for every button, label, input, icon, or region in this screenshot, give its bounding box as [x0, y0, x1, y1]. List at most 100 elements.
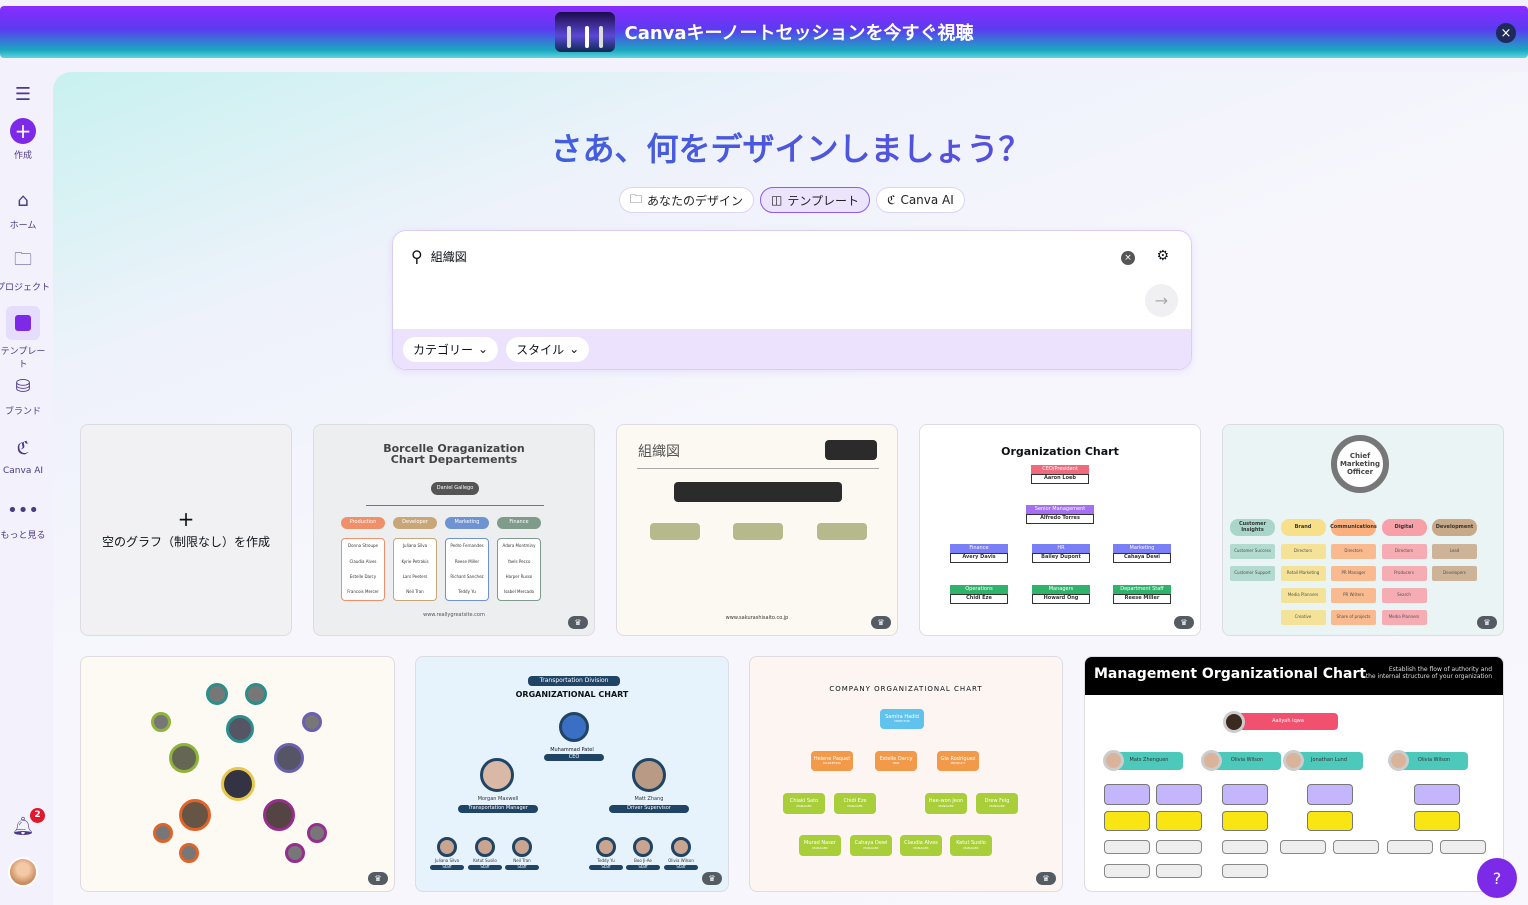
sidebar-item-templates[interactable]: テンプレート	[0, 306, 49, 370]
sidebar-item-label: Canva AI	[2, 466, 44, 476]
person-name: Juliana Silva	[402, 543, 428, 549]
dropdown-label: スタイル	[516, 342, 565, 357]
person-name: Chidi Eze	[950, 594, 1008, 604]
templates-icon	[6, 306, 40, 340]
person-name: Adora Montminy	[502, 543, 536, 549]
role-box: PR Writers	[1331, 588, 1376, 603]
person-name: Chidi Eze	[843, 798, 867, 805]
notification-badge: 2	[30, 808, 45, 823]
template-title: Management Organizational Chart	[1094, 666, 1367, 682]
vp-box	[1222, 784, 1268, 805]
person-name: Claudia Alves	[349, 558, 377, 564]
person-name: Cahaya Dewi	[1113, 553, 1171, 563]
sidebar-item-projects[interactable]: 🗀プロジェクト	[0, 248, 50, 293]
tab-label: Canva AI	[900, 193, 954, 207]
person-name: Mats Zhenguen	[1115, 752, 1183, 770]
sidebar-item-create[interactable]: +作成	[0, 118, 46, 161]
tab-templates[interactable]: ◫テンプレート	[760, 187, 871, 213]
template-card[interactable]: ♛	[80, 656, 395, 892]
person-name: Murad Naser	[804, 840, 836, 847]
person-name: Morgan Maxwell	[477, 796, 519, 803]
role-label: MANAGER	[938, 803, 954, 808]
template-card[interactable]: Management Organizational Chart Establis…	[1084, 656, 1504, 892]
role-label: MANAGER	[863, 845, 879, 850]
menu-button[interactable]: ☰	[0, 80, 46, 112]
role-label: MANAGER	[812, 845, 828, 850]
task-box	[1104, 811, 1150, 831]
person-name: Kyrie Petrakis	[401, 558, 429, 564]
person-name: Estelle Darcy	[879, 755, 913, 762]
role-label: Finance	[950, 544, 1008, 553]
person-photo	[1103, 750, 1124, 771]
person-name: Jonathan Lund	[1295, 752, 1363, 770]
person-name: Yaels Pecco	[507, 558, 531, 564]
person-name: Reese Miller	[1113, 594, 1171, 604]
premium-crown-icon: ♛	[871, 616, 891, 629]
person-name: Isabel Mercado	[503, 589, 535, 595]
sidebar-item-brand[interactable]: ⛁ブランド	[0, 372, 46, 418]
category-dropdown[interactable]: カテゴリー⌄	[403, 336, 499, 362]
premium-crown-icon: ♛	[1036, 872, 1056, 885]
role-label: MANAGER	[989, 803, 1005, 808]
role-badge: Staff	[626, 865, 660, 870]
position-box	[1440, 840, 1486, 854]
template-badge: Transportation Division	[528, 676, 620, 686]
sidebar-item-home[interactable]: ⌂ホーム	[0, 186, 46, 232]
search-input[interactable]: 組織図	[430, 250, 467, 264]
template-title: Chart Departements	[390, 453, 518, 466]
role-label: Department Staff	[1113, 585, 1171, 594]
role-label: Marketing	[1113, 544, 1171, 553]
role-box: Directors	[1331, 544, 1376, 559]
filter-settings-icon[interactable]: ⚙	[1156, 248, 1169, 264]
blank-card-label: 空のグラフ（制限なし）を作成	[101, 535, 270, 549]
canva-ai-icon: ℭ	[887, 193, 896, 207]
clear-icon[interactable]: ×	[1121, 251, 1135, 265]
sidebar-item-more[interactable]: •••もっと見る	[0, 496, 46, 542]
person-photo	[1283, 750, 1304, 771]
person-name: Pedro Fernandes	[450, 543, 484, 549]
tab-canva-ai[interactable]: ℭ Canva AI	[876, 187, 965, 213]
role-badge: Driver Supervisor	[609, 805, 689, 813]
create-blank-chart-card[interactable]: + 空のグラフ（制限なし）を作成	[80, 424, 292, 636]
template-card[interactable]: COMPANY ORGANIZATIONAL CHART Samira Hadi…	[749, 656, 1063, 892]
role-box: Share of projects	[1331, 610, 1376, 625]
role-badge: Staff	[505, 865, 539, 870]
submit-search-button[interactable]: →	[1145, 284, 1178, 317]
template-card[interactable]: Transportation Division ORGANIZATIONAL C…	[415, 656, 729, 892]
person-name: Helene Paquet	[813, 755, 851, 762]
dept-box: Brand	[1280, 519, 1326, 536]
tab-label: あなたのデザイン	[647, 193, 744, 208]
plus-icon: +	[177, 507, 195, 531]
role-label: MARKETING	[823, 761, 841, 766]
person-name: Aaron Loeb	[1031, 474, 1089, 484]
task-box	[1156, 811, 1202, 831]
template-card[interactable]: Borcelle Oraganization Chart Departement…	[313, 424, 595, 636]
avatar[interactable]	[8, 857, 38, 887]
position-box	[1387, 840, 1433, 854]
staff-photo	[633, 837, 653, 857]
person-name: Olivia Wilson	[1400, 752, 1468, 770]
task-box	[1307, 811, 1353, 831]
banner-text[interactable]: Canvaキーノートセッションを今すぐ視聴	[624, 23, 974, 44]
help-button[interactable]: ?	[1477, 858, 1517, 898]
style-dropdown[interactable]: スタイル⌄	[506, 336, 590, 362]
tab-your-designs[interactable]: 🗀あなたのデザイン	[619, 187, 755, 213]
role-box: Developers	[1432, 566, 1477, 581]
close-icon[interactable]: ×	[1496, 23, 1516, 43]
role-box: Search	[1381, 588, 1427, 603]
position-box	[1222, 864, 1268, 878]
template-card[interactable]: Chief Marketing Officer Customer Insight…	[1222, 424, 1504, 636]
notifications-button[interactable]: 🔔︎2	[0, 808, 46, 844]
template-card[interactable]: 組織図 www.sakurashisaito.co.jp ♛	[616, 424, 898, 636]
person-name: Alfredo Torres	[1026, 514, 1094, 524]
person-name: Samira Hadid	[885, 713, 919, 720]
dept-box: Marketing	[445, 517, 489, 529]
promo-banner[interactable]: Canvaキーノートセッションを今すぐ視聴 ×	[0, 6, 1528, 58]
